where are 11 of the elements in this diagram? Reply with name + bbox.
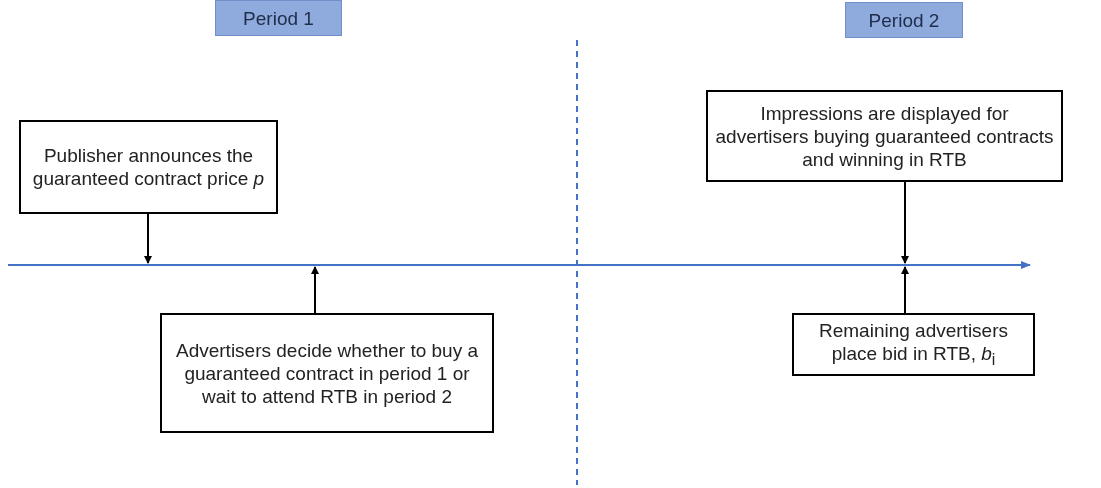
arrow [144, 213, 152, 264]
arrow [901, 181, 909, 264]
event-box: Impressions are displayed for advertisers buying guaranteed contracts and winning in RTB [706, 90, 1063, 182]
event-box: Advertisers decide whether to buy a guaranteed contract in period 1 or wait to attend RTB in period 2 [160, 313, 494, 433]
period-label: Period 2 [845, 2, 963, 38]
arrow [901, 266, 909, 314]
timeline-arrow [8, 259, 1032, 271]
arrow [311, 266, 319, 314]
event-box: Remaining advertisers place bid in RTB, b$_{i}$ [792, 313, 1035, 376]
event-box: Publisher announces the guaranteed contract price p [19, 120, 278, 214]
period-label: Period 1 [215, 0, 342, 36]
